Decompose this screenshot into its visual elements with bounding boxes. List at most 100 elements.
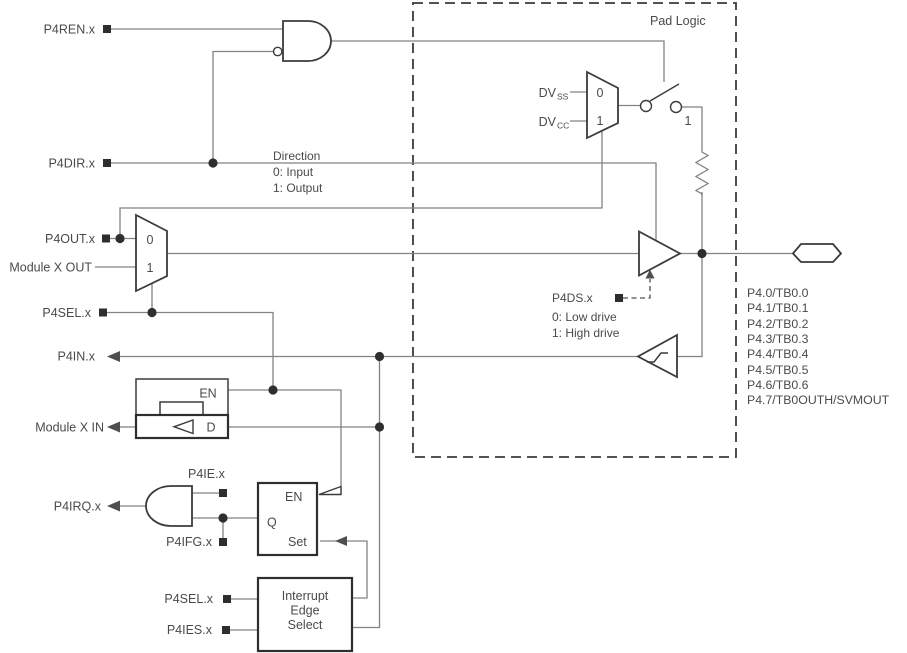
junction-p4sel bbox=[147, 307, 157, 318]
output-driver-buffer bbox=[638, 229, 682, 279]
junction-p4in bbox=[374, 351, 385, 362]
label-p4dir: P4DIR.x bbox=[48, 157, 95, 171]
edge-select-line3: Select bbox=[288, 618, 323, 632]
pin-label: P4.5/TB0.5 bbox=[747, 363, 809, 377]
pull-mux-port0: 0 bbox=[597, 86, 604, 100]
note-p4ds-high: 1: High drive bbox=[552, 326, 620, 340]
wire-switch-to-resistor bbox=[681, 106, 703, 148]
output-mux bbox=[135, 213, 168, 293]
label-dvss: DV bbox=[539, 86, 557, 100]
and-gate-body bbox=[282, 20, 332, 62]
junction-p4ifg bbox=[218, 513, 228, 523]
label-p4out: P4OUT.x bbox=[45, 232, 96, 246]
wire-p4out-to-pullmux-select bbox=[119, 131, 603, 239]
junction-pad bbox=[697, 248, 707, 259]
latch-clock-triangle-icon bbox=[171, 419, 194, 435]
pull-enable-switch bbox=[639, 83, 683, 114]
junction-p4out bbox=[115, 233, 125, 244]
p4irq-arrowhead bbox=[107, 500, 120, 512]
terminal-p4ds bbox=[615, 294, 623, 302]
wire-p4sel bbox=[107, 311, 274, 390]
label-p4irq: P4IRQ.x bbox=[54, 500, 102, 514]
edge-select-line2: Edge bbox=[290, 604, 319, 618]
driver-triangle bbox=[638, 229, 682, 278]
en-latch-label: EN bbox=[199, 387, 216, 401]
ff-en-label: EN bbox=[285, 490, 302, 504]
interrupt-flag-flipflop bbox=[256, 481, 342, 557]
note-direction-output: 1: Output bbox=[273, 181, 323, 195]
terminal-p4ifg bbox=[219, 538, 227, 546]
wires bbox=[95, 28, 793, 631]
note-p4ds-title: P4DS.x bbox=[552, 291, 593, 305]
label-module-x-in: Module X IN bbox=[35, 421, 104, 435]
terminal-p4out bbox=[102, 234, 110, 243]
d-latch-label: D bbox=[206, 421, 215, 435]
interrupt-edge-select-box bbox=[256, 576, 354, 653]
pad-logic-boundary bbox=[412, 2, 737, 458]
label-p4in: P4IN.x bbox=[57, 350, 95, 364]
pin-label: P4.2/TB0.2 bbox=[747, 317, 809, 331]
label-p4sel-edge: P4SEL.x bbox=[164, 592, 213, 606]
ff-set-label: Set bbox=[288, 535, 307, 549]
edge-select-line1: Interrupt bbox=[282, 589, 329, 603]
junction-p4dir bbox=[208, 158, 218, 168]
wire-p4ds-dashed bbox=[623, 279, 651, 299]
label-dvcc-sub: CC bbox=[557, 121, 569, 131]
label-p4ies: P4IES.x bbox=[167, 623, 213, 637]
label-p4sel: P4SEL.x bbox=[42, 306, 91, 320]
pin-label: P4.4/TB0.4 bbox=[747, 347, 809, 361]
junction-dots bbox=[115, 158, 707, 523]
nand-gate-pullup-enable bbox=[272, 20, 332, 62]
register-terminals bbox=[99, 25, 623, 634]
label-p4ifg: P4IFG.x bbox=[166, 535, 213, 549]
schmitt-triangle bbox=[636, 333, 678, 379]
wire-pin-signal-down bbox=[352, 356, 381, 629]
wire-nand-out-switch-control bbox=[331, 40, 665, 82]
module-x-in-arrowhead bbox=[107, 421, 120, 433]
terminal-p4sel-edge bbox=[223, 595, 231, 603]
ff-enable-indicator-icon bbox=[318, 485, 342, 496]
label-p4ren: P4REN.x bbox=[44, 23, 96, 37]
pin-label: P4.1/TB0.1 bbox=[747, 301, 809, 315]
ff-set-arrowhead bbox=[335, 536, 347, 546]
terminal-p4dir bbox=[103, 159, 111, 167]
junction-sel-enlatch bbox=[268, 385, 278, 395]
pin-label: P4.7/TB0OUTH/SVMOUT bbox=[747, 393, 890, 407]
input-d-latch bbox=[134, 413, 230, 440]
wire-pad-to-schmitt-input bbox=[677, 253, 703, 358]
pin-label: P4.0/TB0.0 bbox=[747, 286, 809, 300]
edge-select-body bbox=[256, 576, 354, 653]
switch-closed-label: 1 bbox=[685, 114, 692, 128]
pin-label: P4.6/TB0.6 bbox=[747, 378, 809, 392]
label-dvcc: DV bbox=[539, 115, 557, 129]
wire-dir-to-nand-inverted-input bbox=[212, 50, 274, 163]
pull-mux-port1: 1 bbox=[597, 114, 604, 128]
note-p4ds-low: 0: Low drive bbox=[552, 310, 617, 324]
irq-and-gate bbox=[145, 485, 193, 527]
out-mux-port1: 1 bbox=[147, 261, 154, 275]
inverter-bubble bbox=[272, 46, 283, 57]
pull-resistor bbox=[694, 148, 710, 196]
terminal-p4ies bbox=[222, 626, 230, 634]
hysteresis-icon bbox=[647, 352, 668, 363]
terminal-p4ie bbox=[219, 489, 227, 497]
junction-dlatch bbox=[374, 422, 385, 432]
p4ds-arrowhead bbox=[645, 269, 655, 279]
switch-contact-left bbox=[639, 99, 653, 113]
terminal-p4sel bbox=[99, 308, 107, 317]
pin-name-list: P4.0/TB0.0 P4.1/TB0.1 P4.2/TB0.2 P4.3/TB… bbox=[747, 286, 890, 407]
output-mux-body bbox=[135, 213, 168, 293]
and-gate-mirrored-body bbox=[145, 485, 193, 527]
pad-pin-symbol bbox=[791, 243, 843, 263]
pull-mux-body bbox=[586, 70, 619, 140]
p4in-arrowhead bbox=[107, 351, 120, 362]
input-enable-latch bbox=[135, 378, 229, 415]
note-direction-input: 0: Input bbox=[273, 165, 314, 179]
input-schmitt-buffer bbox=[636, 333, 678, 379]
label-module-x-out: Module X OUT bbox=[9, 261, 92, 275]
note-direction-title: Direction bbox=[273, 149, 320, 163]
wire-enlatch-to-ff-en bbox=[228, 389, 342, 494]
en-latch-outline bbox=[135, 378, 229, 415]
